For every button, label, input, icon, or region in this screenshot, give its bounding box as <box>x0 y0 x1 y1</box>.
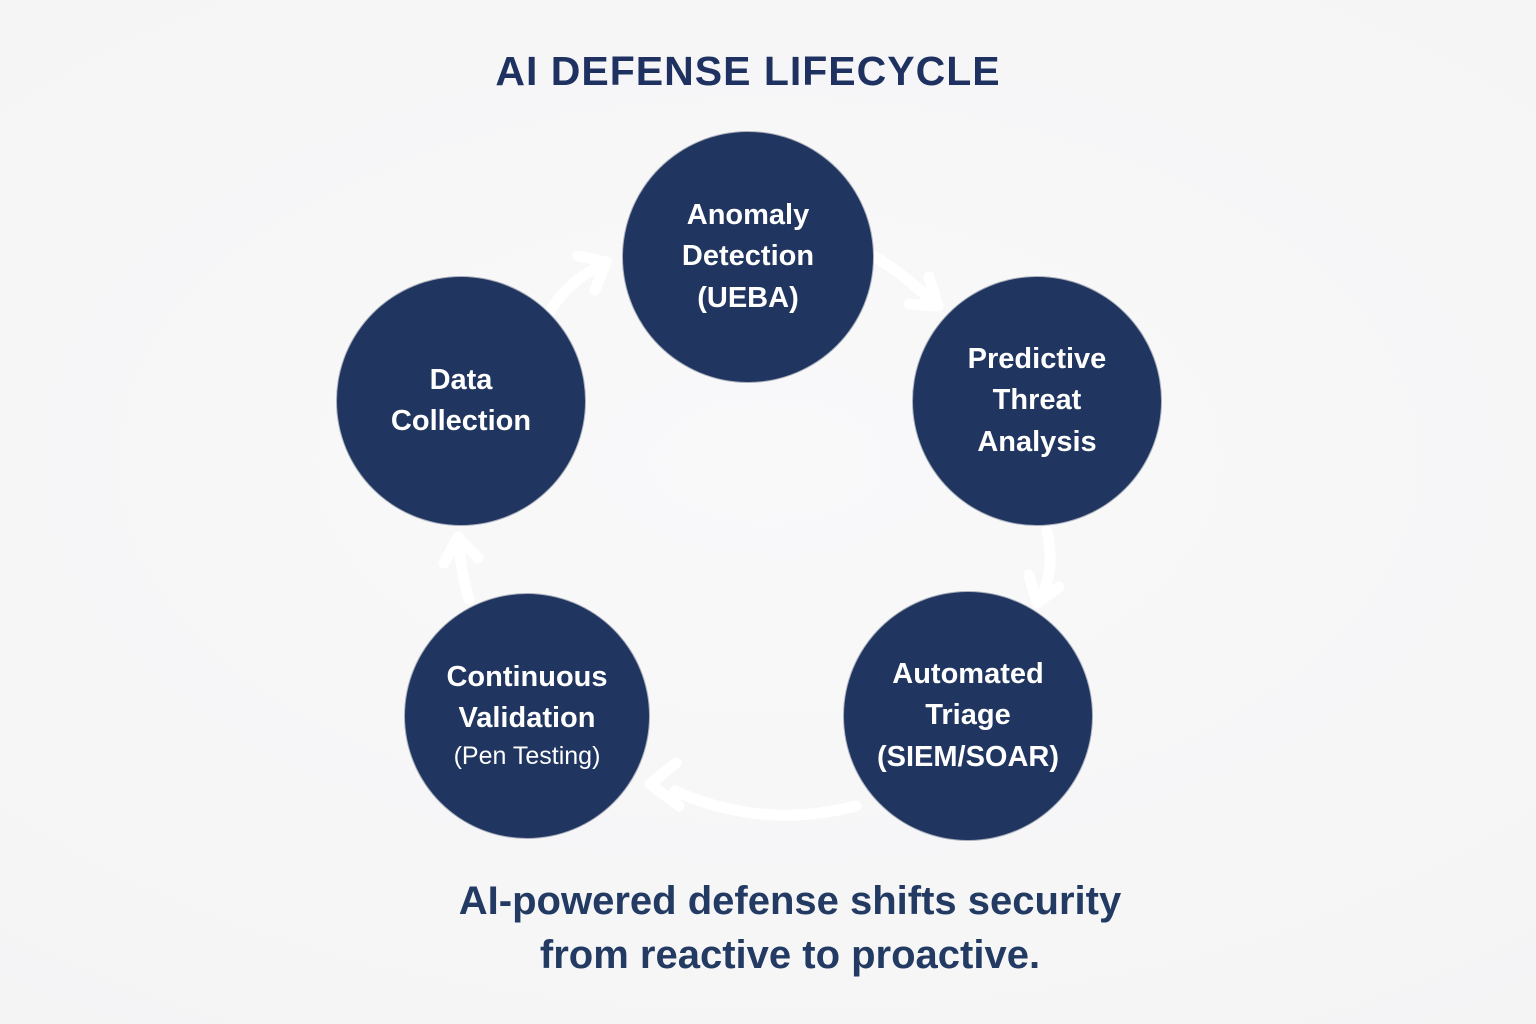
node-label-line: Detection <box>681 240 815 273</box>
diagram-title: AI DEFENSE LIFECYCLE <box>495 48 1001 94</box>
node-label-line: Predictive <box>967 343 1107 376</box>
node-label-line: Validation <box>458 702 596 735</box>
node-label-line: Threat <box>992 384 1082 417</box>
node-predictive-threat-analysis: Predictive Threat Analysis <box>913 277 1161 525</box>
node-automated-triage-label: Automated Triage (SIEM/SOAR) <box>877 654 1059 778</box>
caption-line: from reactive to proactive. <box>539 933 1041 977</box>
caption-line: AI-powered defense shifts security <box>458 879 1122 923</box>
node-label-line: (UEBA) <box>697 281 799 314</box>
node-label-line: Analysis <box>977 425 1097 458</box>
node-anomaly-detection: Anomaly Detection (UEBA) <box>623 132 873 382</box>
node-continuous-validation-label: Continuous Validation (Pen Testing) <box>446 657 607 775</box>
node-label-line: Triage <box>925 699 1011 732</box>
node-label-line: Anomaly <box>686 199 810 232</box>
node-automated-triage: Automated Triage (SIEM/SOAR) <box>844 592 1092 840</box>
arrow-automated-to-continuous-icon <box>644 757 862 821</box>
arrow-predictive-to-automated-icon <box>1023 525 1065 609</box>
node-data-collection-label: Data Collection <box>391 360 531 442</box>
node-anomaly-detection-label: Anomaly Detection (UEBA) <box>682 195 814 319</box>
node-label-line: (SIEM/SOAR) <box>876 740 1060 773</box>
arrow-continuous-to-data-icon <box>438 531 484 605</box>
arrow-data-to-anomaly-icon <box>543 250 612 319</box>
diagram-caption: AI-powered defense shifts security from … <box>459 874 1121 982</box>
node-data-collection: Data Collection <box>337 277 585 525</box>
node-label-line: Automated <box>892 658 1044 691</box>
node-predictive-threat-analysis-label: Predictive Threat Analysis <box>968 339 1107 463</box>
node-label-line: Continuous <box>446 661 608 694</box>
node-continuous-validation: Continuous Validation (Pen Testing) <box>405 594 649 838</box>
node-label-subline: (Pen Testing) <box>453 742 601 771</box>
node-label-line: Data <box>429 363 493 396</box>
arrow-anomaly-to-predictive-icon <box>862 247 944 312</box>
node-label-line: Collection <box>390 405 532 437</box>
